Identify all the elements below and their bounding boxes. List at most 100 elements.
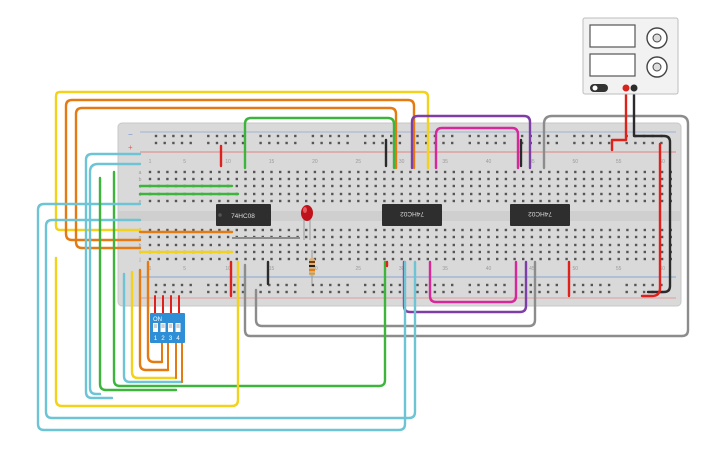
breadboard-hole[interactable] xyxy=(530,170,534,174)
breadboard-hole[interactable] xyxy=(296,243,299,247)
breadboard-hole[interactable] xyxy=(305,177,308,181)
rail-hole[interactable] xyxy=(233,141,236,145)
breadboard-hole[interactable] xyxy=(660,250,664,254)
breadboard-hole[interactable] xyxy=(348,228,351,232)
breadboard-hole[interactable] xyxy=(496,170,499,174)
breadboard-hole[interactable] xyxy=(478,228,481,232)
breadboard-hole[interactable] xyxy=(200,243,204,247)
rail-hole[interactable] xyxy=(494,134,497,138)
breadboard-hole[interactable] xyxy=(452,192,455,196)
breadboard-hole[interactable] xyxy=(470,177,473,181)
breadboard-hole[interactable] xyxy=(574,199,577,203)
breadboard-hole[interactable] xyxy=(253,184,256,188)
breadboard-hole[interactable] xyxy=(174,257,178,261)
breadboard-hole[interactable] xyxy=(174,243,178,247)
rail-hole[interactable] xyxy=(268,290,271,294)
rail-hole[interactable] xyxy=(381,141,384,145)
breadboard-hole[interactable] xyxy=(539,257,542,261)
breadboard-hole[interactable] xyxy=(305,250,308,254)
breadboard-hole[interactable] xyxy=(226,228,230,232)
breadboard-hole[interactable] xyxy=(357,199,360,203)
breadboard-hole[interactable] xyxy=(513,170,516,174)
rail-hole[interactable] xyxy=(154,283,158,287)
breadboard-hole[interactable] xyxy=(660,243,664,247)
breadboard-hole[interactable] xyxy=(417,235,421,239)
breadboard-hole[interactable] xyxy=(192,243,195,247)
breadboard-hole[interactable] xyxy=(244,243,247,247)
wire-magenta-bottom-loop[interactable] xyxy=(428,260,518,304)
breadboard-hole[interactable] xyxy=(409,257,412,261)
rail-hole[interactable] xyxy=(538,290,541,294)
breadboard-hole[interactable] xyxy=(600,257,603,261)
breadboard-hole[interactable] xyxy=(530,228,534,232)
breadboard-hole[interactable] xyxy=(322,184,325,188)
breadboard-hole[interactable] xyxy=(279,177,282,181)
breadboard-hole[interactable] xyxy=(617,250,620,254)
breadboard-hole[interactable] xyxy=(496,257,499,261)
breadboard-hole[interactable] xyxy=(339,257,343,261)
breadboard-hole[interactable] xyxy=(565,177,568,181)
breadboard-hole[interactable] xyxy=(660,257,664,261)
wire-orange-top-loop-1[interactable] xyxy=(64,98,416,242)
breadboard-hole[interactable] xyxy=(617,228,620,232)
breadboard-hole[interactable] xyxy=(287,184,291,188)
breadboard-hole[interactable] xyxy=(417,243,421,247)
breadboard-hole[interactable] xyxy=(426,184,429,188)
rail-hole[interactable] xyxy=(520,290,524,294)
breadboard-hole[interactable] xyxy=(400,170,403,174)
breadboard-hole[interactable] xyxy=(209,170,212,174)
breadboard-hole[interactable] xyxy=(513,243,516,247)
rail-hole[interactable] xyxy=(207,283,210,287)
breadboard-hole[interactable] xyxy=(331,170,334,174)
rail-hole[interactable] xyxy=(224,283,227,287)
breadboard-hole[interactable] xyxy=(322,235,325,239)
rail-hole[interactable] xyxy=(372,134,376,138)
breadboard-hole[interactable] xyxy=(504,250,508,254)
rail-hole[interactable] xyxy=(329,283,332,287)
rail-hole[interactable] xyxy=(276,290,280,294)
rail-hole[interactable] xyxy=(486,134,489,138)
breadboard-hole[interactable] xyxy=(383,177,386,181)
rail-hole[interactable] xyxy=(651,141,654,145)
breadboard-hole[interactable] xyxy=(591,170,594,174)
breadboard-hole[interactable] xyxy=(383,199,386,203)
breadboard-hole[interactable] xyxy=(617,199,620,203)
breadboard-hole[interactable] xyxy=(287,177,291,181)
breadboard-hole[interactable] xyxy=(391,228,395,232)
breadboard-hole[interactable] xyxy=(192,228,195,232)
wire-power-black[interactable] xyxy=(632,88,672,294)
breadboard-hole[interactable] xyxy=(660,184,664,188)
breadboard-hole[interactable] xyxy=(383,184,386,188)
breadboard-hole[interactable] xyxy=(634,257,638,261)
breadboard-hole[interactable] xyxy=(504,235,508,239)
rail-hole[interactable] xyxy=(285,290,288,294)
breadboard-hole[interactable] xyxy=(391,257,395,261)
wire-gray-bottom-loop[interactable] xyxy=(254,260,537,328)
rail-hole[interactable] xyxy=(451,141,454,145)
rail-hole[interactable] xyxy=(546,283,550,287)
wire-magenta-top-loop[interactable] xyxy=(434,126,520,170)
breadboard-hole[interactable] xyxy=(157,228,160,232)
rail-hole[interactable] xyxy=(625,290,628,294)
breadboard-hole[interactable] xyxy=(652,257,655,261)
rail-hole[interactable] xyxy=(163,141,166,145)
breadboard-hole[interactable] xyxy=(279,257,282,261)
breadboard-hole[interactable] xyxy=(218,243,221,247)
rail-hole[interactable] xyxy=(311,290,315,294)
breadboard-hole[interactable] xyxy=(496,192,499,196)
rail-hole[interactable] xyxy=(180,283,184,287)
breadboard-hole[interactable] xyxy=(374,235,377,239)
rail-hole[interactable] xyxy=(207,134,210,138)
rail-hole[interactable] xyxy=(477,141,480,145)
wire-gray-outer-loop[interactable] xyxy=(243,114,690,338)
rail-hole[interactable] xyxy=(546,134,550,138)
rail-hole[interactable] xyxy=(425,134,428,138)
breadboard-hole[interactable] xyxy=(626,235,629,239)
breadboard-hole[interactable] xyxy=(548,250,551,254)
breadboard-hole[interactable] xyxy=(478,235,481,239)
breadboard-hole[interactable] xyxy=(209,257,212,261)
breadboard-hole[interactable] xyxy=(226,235,230,239)
rail-hole[interactable] xyxy=(538,283,541,287)
breadboard-hole[interactable] xyxy=(443,243,447,247)
